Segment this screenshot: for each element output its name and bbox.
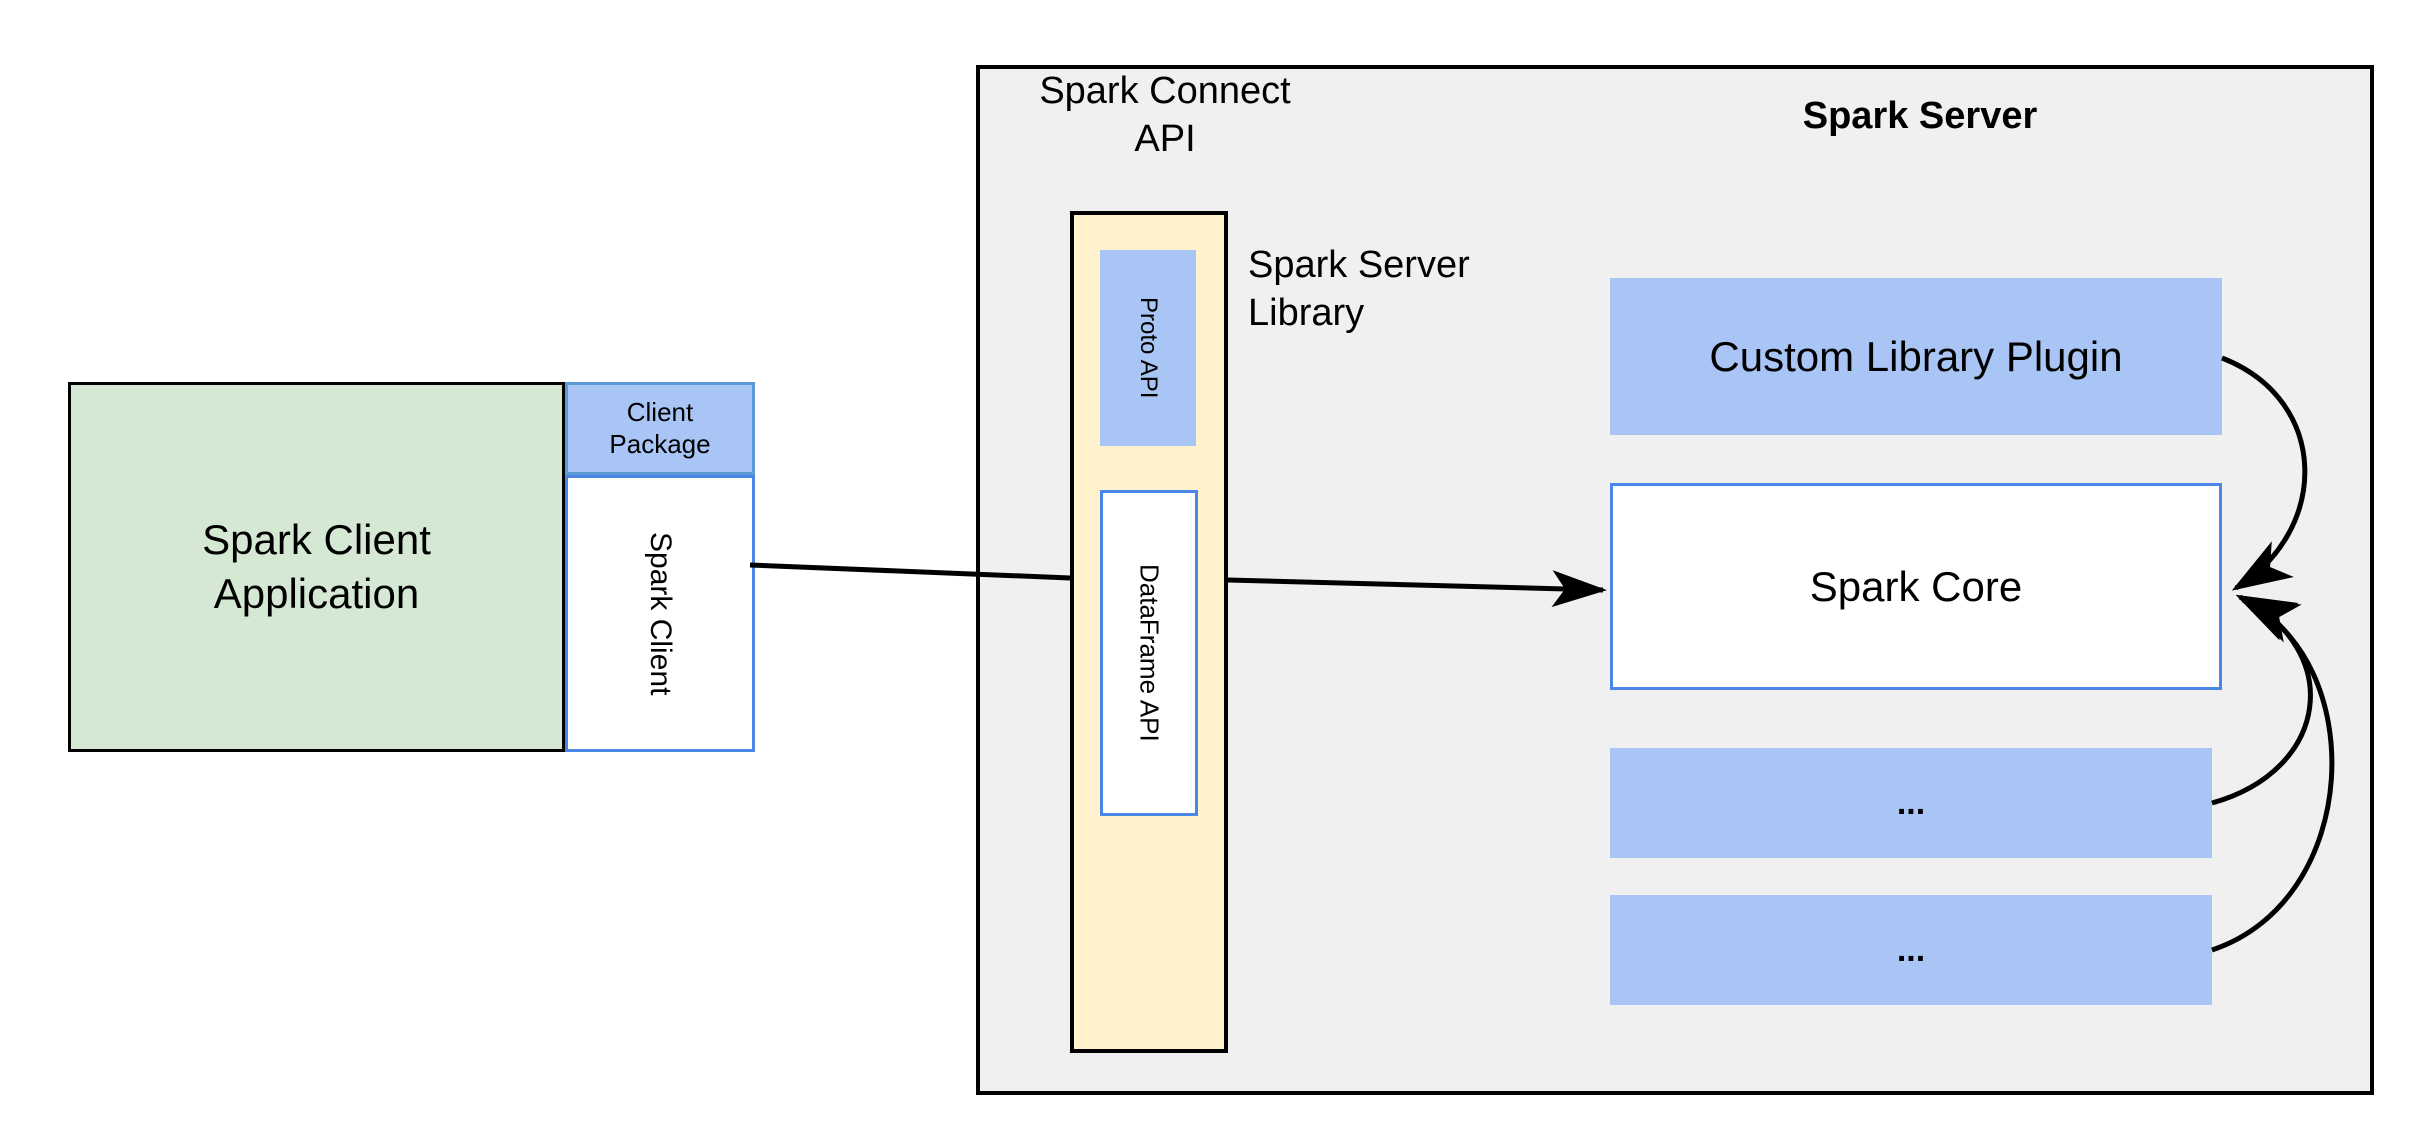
spark-client-box[interactable]: Spark Client [565, 475, 755, 752]
custom-library-plugin-label: Custom Library Plugin [1709, 332, 2123, 380]
ellipsis-box-2[interactable]: ... [1610, 895, 2212, 1005]
spark-core-box[interactable]: Spark Core [1610, 483, 2222, 690]
spark-core-label: Spark Core [1809, 562, 2023, 610]
ellipsis-box-1[interactable]: ... [1610, 748, 2212, 858]
proto-api-box[interactable]: Proto API [1100, 250, 1196, 446]
dataframe-api-label: DataFrame API [1134, 564, 1165, 742]
proto-api-label: Proto API [1135, 297, 1162, 399]
spark-server-title: Spark Server [1802, 95, 2038, 137]
dataframe-api-box[interactable]: DataFrame API [1100, 490, 1198, 816]
custom-library-plugin-box[interactable]: Custom Library Plugin [1610, 278, 2222, 435]
ellipsis-label-1: ... [1896, 783, 1926, 822]
ellipsis-label-2: ... [1896, 930, 1926, 969]
spark-client-label: Spark Client [644, 531, 677, 696]
